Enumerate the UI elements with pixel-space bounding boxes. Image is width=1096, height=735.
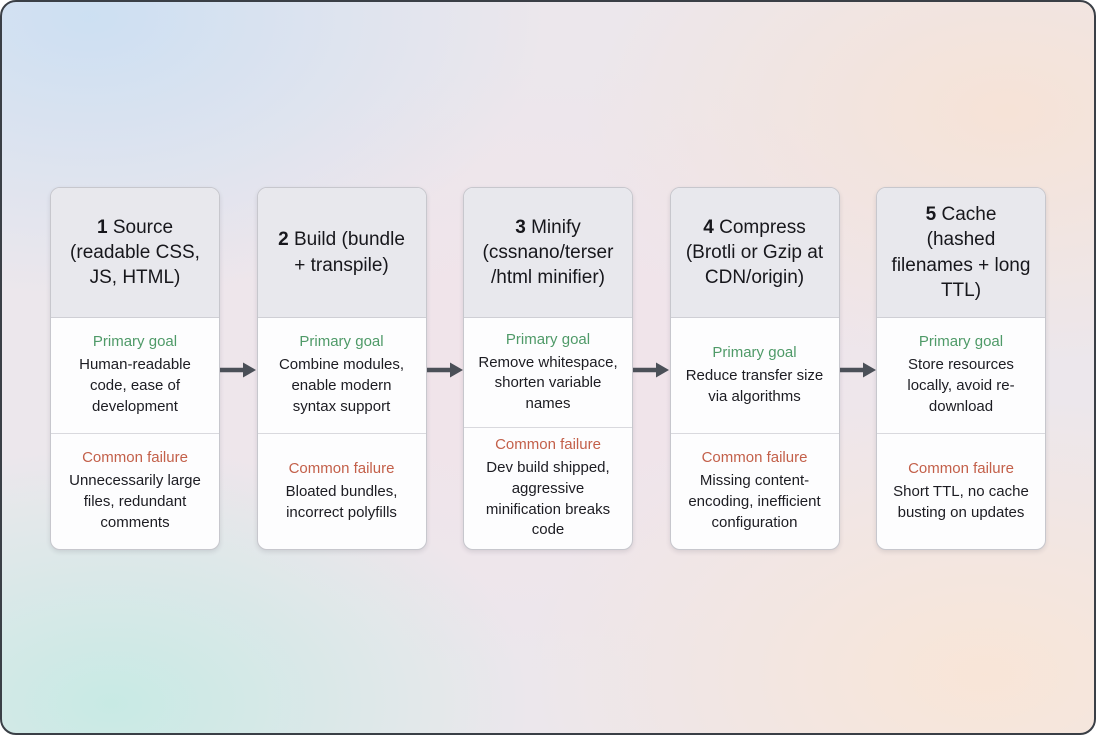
common-failure-label: Common failure <box>701 449 808 467</box>
common-failure-label: Common failure <box>82 449 188 467</box>
stage-card-source: 1 Source (readable CSS, JS, HTML) Primar… <box>50 187 220 550</box>
stage-title: 5 Cache (hashed filenames + long TTL) <box>890 202 1032 302</box>
primary-goal-text: Remove whitespace, shorten variable name… <box>478 353 618 412</box>
stage-title-text: Cache (hashed filenames + long TTL) <box>891 204 1031 301</box>
stage-card-minify: 3 Minify (cssnano/terser /html minifier)… <box>463 187 633 550</box>
primary-goal-section: Primary goal Reduce transfer size via al… <box>670 318 839 434</box>
stage-title-text: Compress (Brotli or Gzip at CDN/origin) <box>685 216 824 289</box>
stage-title: 2 Build (bundle + transpile) <box>271 227 413 277</box>
common-failure-text: Unnecessarily large files, redundant com… <box>69 472 201 531</box>
stage-header: 2 Build (bundle + transpile) <box>257 188 426 318</box>
arrow-right-icon <box>220 361 257 379</box>
common-failure-label: Common failure <box>495 436 601 454</box>
stage-title: 4 Compress (Brotli or Gzip at CDN/origin… <box>684 215 826 290</box>
common-failure-text: Bloated bundles, incorrect polyfills <box>285 482 398 521</box>
common-failure-section: Common failure Short TTL, no cache busti… <box>877 434 1045 549</box>
common-failure-text: Short TTL, no cache busting on updates <box>893 482 1029 521</box>
arrow-right-icon <box>633 361 670 379</box>
stage-title-text: Build (bundle + transpile) <box>293 229 405 276</box>
common-failure-section: Common failure Dev build shipped, aggres… <box>464 428 632 549</box>
primary-goal-text: Reduce transfer size via algorithms <box>685 366 824 405</box>
common-failure-label: Common failure <box>908 459 1014 477</box>
arrow-right-icon <box>426 361 463 379</box>
primary-goal-label: Primary goal <box>712 343 797 361</box>
stage-title: 3 Minify (cssnano/terser /html minifier) <box>477 215 619 290</box>
common-failure-text: Missing content-encoding, inefficient co… <box>688 472 821 531</box>
common-failure-label: Common failure <box>288 459 395 477</box>
arrow-right-icon <box>839 361 876 379</box>
stage-header: 1 Source (readable CSS, JS, HTML) <box>51 188 219 318</box>
stage-number: 2 <box>278 229 289 251</box>
primary-goal-section: Primary goal Remove whitespace, shorten … <box>464 318 632 429</box>
primary-goal-text: Store resources locally, avoid re-downlo… <box>907 356 1015 415</box>
stage-number: 5 <box>925 204 937 226</box>
primary-goal-section: Primary goal Combine modules, enable mod… <box>257 318 426 434</box>
stage-title-text: Minify (cssnano/terser /html minifier) <box>482 216 614 289</box>
pipeline-row: 1 Source (readable CSS, JS, HTML) Primar… <box>2 2 1094 550</box>
primary-goal-section: Primary goal Store resources locally, av… <box>877 318 1045 434</box>
stage-card-build: 2 Build (bundle + transpile) Primary goa… <box>256 187 427 550</box>
common-failure-section: Common failure Missing content-encoding,… <box>671 434 839 549</box>
primary-goal-section: Primary goal Human-readable code, ease o… <box>51 318 219 434</box>
common-failure-text: Dev build shipped, aggressive minificati… <box>485 459 611 539</box>
stage-card-compress: 4 Compress (Brotli or Gzip at CDN/origin… <box>669 187 840 550</box>
common-failure-section: Common failure Bloated bundles, incorrec… <box>258 434 426 549</box>
stage-number: 4 <box>703 216 714 238</box>
stage-header: 5 Cache (hashed filenames + long TTL) <box>877 188 1045 318</box>
stage-header: 3 Minify (cssnano/terser /html minifier) <box>464 188 632 318</box>
stage-title: 1 Source (readable CSS, JS, HTML) <box>64 215 206 290</box>
primary-goal-label: Primary goal <box>92 333 178 351</box>
primary-goal-text: Human-readable code, ease of development <box>79 356 191 415</box>
primary-goal-label: Primary goal <box>299 333 384 351</box>
stage-card-cache: 5 Cache (hashed filenames + long TTL) Pr… <box>876 187 1046 550</box>
stage-number: 3 <box>515 216 526 238</box>
stage-number: 1 <box>96 216 108 238</box>
stage-header: 4 Compress (Brotli or Gzip at CDN/origin… <box>670 188 839 318</box>
common-failure-section: Common failure Unnecessarily large files… <box>51 434 219 549</box>
primary-goal-text: Combine modules, enable modern syntax su… <box>278 356 405 415</box>
primary-goal-label: Primary goal <box>918 333 1004 351</box>
stage-title-text: Source (readable CSS, JS, HTML) <box>70 216 200 289</box>
primary-goal-label: Primary goal <box>505 330 591 348</box>
